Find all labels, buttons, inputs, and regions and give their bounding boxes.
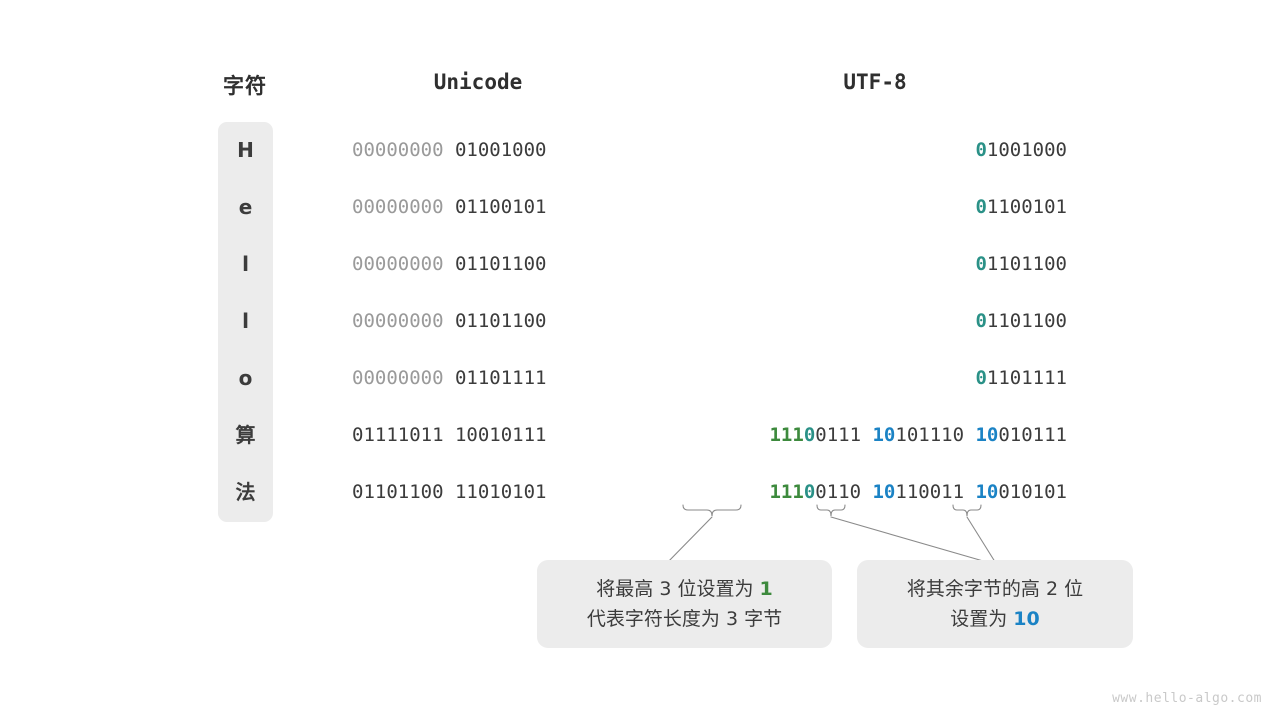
byte-gap [444, 253, 455, 275]
unicode-bits-row: 01111011 10010111 [352, 424, 546, 446]
utf8-bits-row: 01100101 [975, 196, 1067, 218]
character-cell: 法 [235, 480, 256, 504]
utf8-continuation-marker-bits: 10 [872, 481, 896, 503]
byte-gap [444, 139, 455, 161]
callout-line: 设置为 10 [950, 604, 1040, 634]
unicode-bits-row: 00000000 01101111 [352, 367, 546, 389]
unicode-byte-high: 00000000 [352, 367, 444, 389]
callout-highlight: 1 [759, 578, 773, 600]
unicode-byte-high: 01101100 [352, 481, 444, 503]
byte-gap [444, 424, 455, 446]
byte-gap [964, 424, 975, 446]
unicode-byte-low: 01100101 [454, 196, 547, 218]
utf8-leading-bit: 0 [975, 196, 987, 218]
unicode-byte-low: 01001000 [454, 139, 547, 161]
unicode-bits-row: 00000000 01101100 [352, 253, 546, 275]
callout-text: 代表字符长度为 [586, 608, 726, 630]
unicode-byte-high: 00000000 [352, 253, 444, 275]
unicode-byte-high: 00000000 [352, 310, 444, 332]
connector-line-1 [663, 516, 713, 567]
character-cell: e [238, 195, 253, 219]
utf8-payload-bits: 1101100 [986, 253, 1067, 275]
utf8-leading-bit: 0 [975, 367, 987, 389]
utf8-payload-bits: 1101100 [986, 310, 1067, 332]
utf8-continuation-marker-bits: 10 [975, 481, 999, 503]
character-cell: l [242, 252, 249, 276]
utf8-continuation-marker-bits: 10 [975, 424, 999, 446]
unicode-byte-high: 00000000 [352, 139, 444, 161]
utf8-leading-bit: 0 [975, 139, 987, 161]
unicode-byte-low: 11010101 [454, 481, 547, 503]
utf8-length-marker-bits: 111 [769, 481, 804, 503]
callout-text: 字节 [738, 608, 783, 630]
utf8-payload-bits: 1001000 [986, 139, 1067, 161]
utf8-payload-bits: 1100101 [986, 196, 1067, 218]
utf8-payload-bits: 101110 [895, 424, 965, 446]
utf8-bits-row: 01101100 [975, 310, 1067, 332]
utf8-marker-terminator-bit: 0 [803, 481, 816, 503]
unicode-byte-low: 01101100 [454, 310, 547, 332]
utf8-bits-row: 01101111 [975, 367, 1067, 389]
utf8-payload-bits: 0110 [815, 481, 862, 503]
byte-gap [444, 481, 455, 503]
callout-text: 设置为 [950, 608, 1014, 630]
callout-line: 将其余字节的高 2 位 [907, 574, 1083, 604]
byte-gap [861, 424, 872, 446]
brace-length-marker [682, 504, 742, 517]
utf8-continuation-marker-bits: 10 [872, 424, 896, 446]
callout-text: 将其余字节的高 [906, 578, 1046, 600]
callout-text: 位 [1058, 578, 1084, 600]
unicode-byte-high: 01111011 [352, 424, 444, 446]
utf8-payload-bits: 1101111 [986, 367, 1067, 389]
character-cell: l [242, 309, 249, 333]
unicode-bits-row: 01101100 11010101 [352, 481, 546, 503]
utf8-bits-row: 01101100 [975, 253, 1067, 275]
unicode-byte-low: 01101111 [454, 367, 547, 389]
callout-number: 3 [659, 578, 672, 600]
brace-continuation-1 [816, 504, 846, 517]
unicode-byte-low: 01101100 [454, 253, 547, 275]
utf8-payload-bits: 110011 [895, 481, 965, 503]
utf8-length-marker-bits: 111 [769, 424, 804, 446]
character-cell: o [238, 366, 253, 390]
unicode-bits-row: 00000000 01101100 [352, 310, 546, 332]
byte-gap [444, 310, 455, 332]
utf8-payload-bits: 010101 [998, 481, 1067, 503]
callout-text: 位设置为 [671, 578, 760, 600]
byte-gap [444, 367, 455, 389]
callout-number: 2 [1045, 578, 1059, 600]
column-header-unicode: Unicode [433, 70, 523, 94]
connector-line-2 [830, 516, 998, 566]
utf8-payload-bits: 0111 [815, 424, 862, 446]
byte-gap [964, 481, 975, 503]
callout-line: 代表字符长度为 3 字节 [587, 604, 782, 634]
character-column-panel [218, 122, 273, 522]
byte-gap [861, 481, 872, 503]
utf8-bits-row: 11100110 10110011 10010101 [769, 481, 1067, 503]
byte-gap [444, 196, 455, 218]
brace-continuation-2 [952, 504, 982, 517]
connector-line-3 [966, 516, 998, 566]
unicode-byte-high: 00000000 [352, 196, 444, 218]
utf8-marker-terminator-bit: 0 [803, 424, 816, 446]
column-header-utf8: UTF-8 [843, 70, 907, 94]
callout-length-marker: 将最高 3 位设置为 1 代表字符长度为 3 字节 [537, 560, 832, 648]
character-cell: H [237, 138, 254, 162]
callout-highlight: 10 [1013, 608, 1040, 630]
utf8-bits-row: 11100111 10101110 10010111 [769, 424, 1067, 446]
callout-text: 将最高 [596, 578, 660, 600]
unicode-bits-row: 00000000 01001000 [352, 139, 546, 161]
character-cell: 算 [235, 423, 256, 447]
callout-number: 3 [725, 608, 739, 630]
column-header-character: 字符 [223, 74, 267, 98]
utf8-payload-bits: 010111 [998, 424, 1067, 446]
utf8-leading-bit: 0 [975, 253, 987, 275]
callout-line: 将最高 3 位设置为 1 [596, 574, 772, 604]
utf8-bits-row: 01001000 [975, 139, 1067, 161]
callout-continuation-marker: 将其余字节的高 2 位 设置为 10 [857, 560, 1133, 648]
unicode-bits-row: 00000000 01100101 [352, 196, 546, 218]
site-watermark: www.hello-algo.com [1112, 691, 1262, 706]
unicode-byte-low: 10010111 [454, 424, 547, 446]
utf8-leading-bit: 0 [975, 310, 987, 332]
